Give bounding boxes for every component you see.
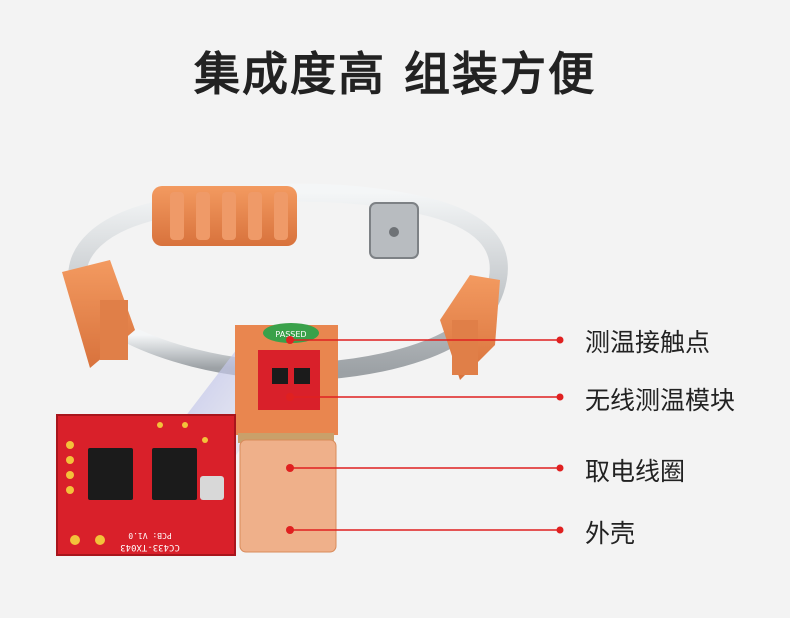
- headline: 集成度高 组装方便: [193, 47, 596, 101]
- callout-shell: 外壳: [585, 519, 636, 548]
- band-buckle: [369, 202, 419, 259]
- sensor-housing: PASSED: [235, 323, 338, 443]
- pcb-closeup: CC433-TX043 PCB: V1.0: [56, 414, 236, 556]
- callout-power-coil: 取电线圈: [585, 457, 686, 486]
- callout-contact-point: 测温接触点: [585, 328, 711, 357]
- grip-left: [62, 260, 135, 368]
- callout-lines: [286, 336, 564, 534]
- callout-wireless-module: 无线测温模块: [585, 386, 736, 415]
- grip-top: [152, 186, 297, 246]
- passed-stamp: PASSED: [275, 330, 306, 339]
- grip-right: [440, 275, 500, 380]
- pcb-model-text: CC433-TX043: [120, 542, 180, 552]
- pcb-version-text: PCB: V1.0: [128, 531, 172, 540]
- outer-shell: [239, 439, 337, 553]
